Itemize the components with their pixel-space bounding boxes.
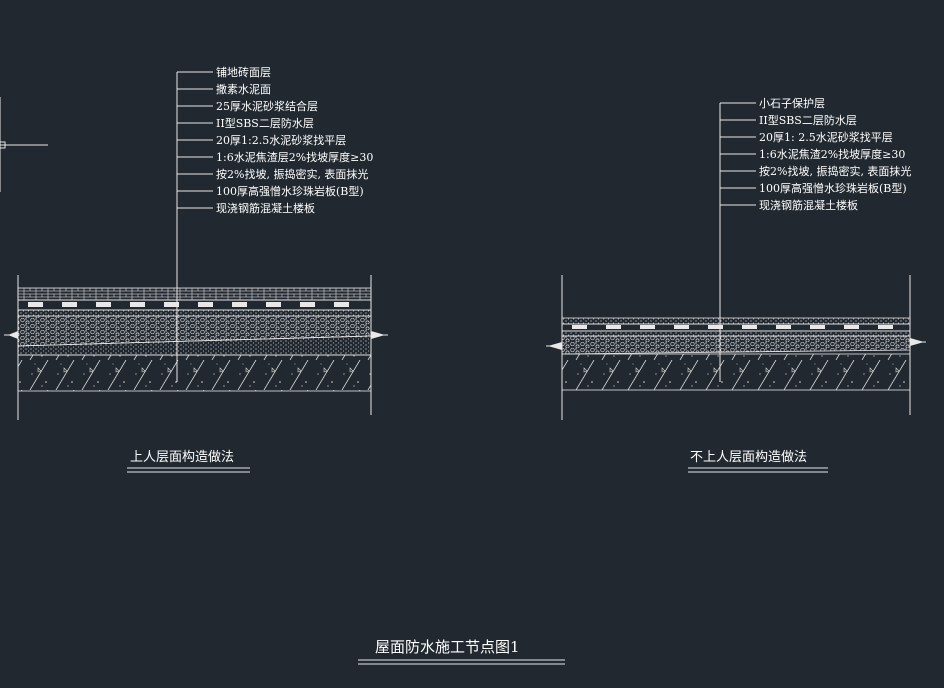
right-caption: 不上人层面构造做法: [690, 450, 807, 465]
membrane-dash: [708, 325, 723, 329]
membrane-dash: [810, 325, 825, 329]
concrete-slab: [17, 354, 372, 392]
membrane-dash: [606, 325, 621, 329]
membrane-dash: [776, 325, 791, 329]
membrane-dash: [198, 302, 213, 307]
layer-label: 铺地砖面层: [216, 65, 271, 79]
membrane-dash: [28, 302, 43, 307]
membrane-dash: [878, 325, 893, 329]
screed-layer: [17, 309, 372, 317]
layer-label: 撒素水泥面: [216, 82, 271, 96]
concrete-slab: [561, 353, 911, 391]
left-caption: 上人层面构造做法: [130, 450, 234, 465]
layer-label: 25厚水泥砂浆结合层: [216, 99, 318, 113]
membrane-dash: [62, 302, 77, 307]
layer-label: 现浇钢筋混凝土楼板: [216, 201, 315, 215]
membrane-dash: [572, 325, 587, 329]
layer-label: 小石子保护层: [759, 96, 825, 110]
layer-label: 按2%找坡, 振捣密实, 表面抹光: [759, 164, 911, 178]
membrane-dashes: [28, 302, 349, 307]
membrane-dash: [266, 302, 281, 307]
layer-label: 1:6水泥焦渣层2%找坡厚度≥30: [216, 150, 373, 164]
screed-layer: [561, 330, 911, 337]
membrane-dash: [742, 325, 757, 329]
layer-label: 100厚高强憎水珍珠岩板(B型): [759, 181, 907, 195]
membrane-dash: [300, 302, 315, 307]
layer-label: II型SBS二层防水层: [216, 116, 314, 130]
membrane-dash: [232, 302, 247, 307]
membrane-dash: [640, 325, 655, 329]
layer-label: II型SBS二层防水层: [759, 113, 857, 127]
layer-label: 现浇钢筋混凝土楼板: [759, 198, 858, 212]
tile-layer: [17, 287, 372, 301]
membrane-dashes: [572, 325, 893, 329]
membrane-dash: [164, 302, 179, 307]
membrane-dash: [674, 325, 689, 329]
layer-label: 1:6水泥焦渣2%找坡厚度≥30: [759, 147, 905, 161]
membrane-dash: [96, 302, 111, 307]
layer-label: 按2%找坡, 振捣密实, 表面抹光: [216, 167, 368, 181]
layer-label: 100厚高强憎水珍珠岩板(B型): [216, 184, 364, 198]
membrane-dash: [844, 325, 859, 329]
membrane-dash: [130, 302, 145, 307]
membrane-dash: [334, 302, 349, 307]
layer-label: 20厚1: 2.5水泥砂浆找平层: [759, 130, 893, 144]
pebble-layer: [561, 317, 911, 325]
cinder-slope-layer: [561, 335, 911, 355]
right-detail: 小石子保护层 II型SBS二层防水层 20厚1: 2.5水泥砂浆找平层 1:6水泥焦渣…: [546, 96, 926, 473]
drawing-title-block: 屋面防水施工节点图1: [358, 638, 565, 665]
layer-label: 20厚1:2.5水泥砂浆找平层: [216, 133, 346, 147]
drawing-title: 屋面防水施工节点图1: [375, 638, 520, 656]
edge-fragment: [0, 97, 48, 192]
